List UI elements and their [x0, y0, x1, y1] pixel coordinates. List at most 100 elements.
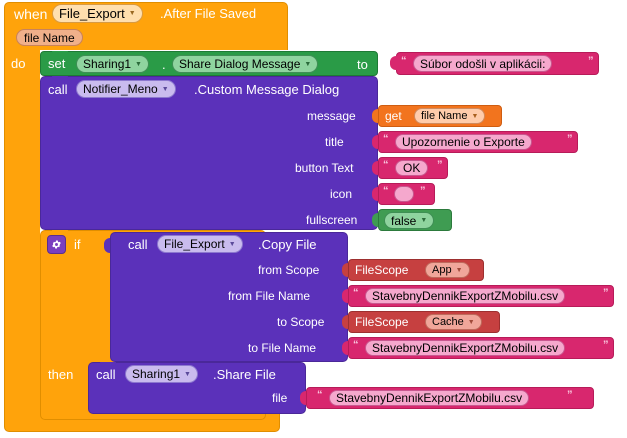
arg-label-to-file-name: to File Name: [248, 341, 317, 355]
from-scope-label: FileScope: [355, 263, 409, 277]
then-label: then: [48, 367, 74, 382]
chevron-down-icon: ▼: [467, 318, 475, 326]
file-value[interactable]: StavebnyDennikExportZMobilu.csv: [329, 390, 530, 406]
from-file-name-value[interactable]: StavebnyDennikExportZMobilu.csv: [365, 288, 566, 304]
chevron-down-icon: ▼: [455, 266, 463, 274]
close-quote-icon: ”: [567, 133, 573, 145]
set-dot: .: [162, 57, 166, 72]
arg-label-title: title: [325, 135, 344, 149]
fullscreen-value: false: [391, 213, 417, 228]
text-block-plug: [390, 56, 398, 70]
sharefile-call-label: call: [96, 367, 116, 382]
if-label: if: [74, 237, 81, 252]
call-copy-file-block[interactable]: [110, 232, 348, 362]
copyfile-method-label: .Copy File: [258, 237, 317, 252]
if-condition-socket: [104, 238, 112, 253]
arg-label-icon: icon: [330, 187, 353, 201]
message-socket: [372, 109, 380, 123]
to-scope-dropdown[interactable]: Cache ▼: [425, 314, 482, 330]
arg-label-message: message: [307, 109, 356, 123]
from-file-name-socket: [342, 289, 350, 303]
from-scope-socket: [342, 263, 350, 277]
share-dialog-message-value[interactable]: Súbor odošli v aplikácii:: [413, 55, 553, 72]
button-text-socket: [372, 161, 380, 175]
notifier-call-label: call: [48, 82, 68, 97]
chevron-down-icon: ▼: [135, 60, 142, 68]
arg-label-to-scope: to Scope: [277, 315, 325, 329]
file-text: StavebnyDennikExportZMobilu.csv: [336, 391, 523, 405]
to-file-name-text: StavebnyDennikExportZMobilu.csv: [372, 341, 559, 355]
open-quote-icon: “: [383, 185, 389, 197]
gear-icon[interactable]: [47, 235, 66, 254]
notifier-component-label: Notifier_Meno: [83, 82, 158, 96]
arg-label-fullscreen: fullscreen: [306, 213, 358, 227]
share-file-top-notch: [100, 362, 116, 367]
open-quote-icon: “: [317, 389, 323, 401]
to-label: to: [357, 57, 368, 72]
event-component-label: File_Export: [59, 6, 125, 21]
event-component-dropdown[interactable]: File_Export ▼: [52, 4, 143, 23]
button-text-value[interactable]: OK: [395, 160, 429, 176]
icon-value[interactable]: [394, 186, 414, 202]
copyfile-call-label: call: [128, 237, 148, 252]
fullscreen-socket: [372, 213, 380, 227]
open-quote-icon: “: [353, 287, 359, 299]
set-property-label: Share Dialog Message: [179, 57, 301, 71]
event-param-file-name[interactable]: file Name: [16, 29, 83, 46]
notifier-block-top-notch: [52, 76, 68, 81]
arg-label-file: file: [272, 391, 288, 405]
arg-label-from-file-name: from File Name: [228, 289, 311, 303]
notifier-method-label: .Custom Message Dialog: [194, 82, 340, 97]
open-quote-icon: “: [383, 159, 389, 171]
to-scope-socket: [342, 315, 350, 329]
to-file-name-value[interactable]: StavebnyDennikExportZMobilu.csv: [365, 340, 566, 356]
copyfile-component-label: File_Export: [164, 237, 225, 251]
close-quote-icon: ”: [603, 287, 609, 299]
chevron-down-icon: ▼: [184, 370, 191, 378]
set-label: set: [48, 56, 66, 71]
get-variable-label: file Name: [421, 110, 468, 122]
get-variable-dropdown[interactable]: file Name ▼: [414, 108, 486, 124]
if-block-top-notch: [52, 230, 68, 235]
sharefile-method-label: .Share File: [213, 367, 276, 382]
arg-label-from-scope: from Scope: [258, 263, 320, 277]
to-scope-label: FileScope: [355, 315, 409, 329]
to-scope-value: Cache: [432, 316, 464, 328]
title-socket: [372, 135, 380, 149]
chevron-down-icon: ▼: [471, 112, 479, 120]
to-file-name-socket: [342, 341, 350, 355]
close-quote-icon: ”: [567, 389, 573, 401]
from-scope-dropdown[interactable]: App ▼: [425, 262, 470, 278]
sharefile-component-label: Sharing1: [132, 367, 181, 381]
event-param-label: file Name: [24, 30, 75, 45]
close-quote-icon: ”: [603, 339, 609, 351]
chevron-down-icon: ▼: [228, 240, 236, 248]
chevron-down-icon: ▼: [161, 85, 169, 93]
share-dialog-message-text: Súbor odošli v aplikácii:: [420, 56, 546, 71]
sharefile-component-dropdown[interactable]: Sharing1 ▼: [125, 365, 198, 383]
icon-socket: [372, 187, 380, 201]
set-component-dropdown[interactable]: Sharing1 ▼: [76, 55, 149, 73]
arg-label-button-text: button Text: [295, 161, 354, 175]
set-component-label: Sharing1: [83, 57, 132, 71]
set-property-dropdown[interactable]: Share Dialog Message ▼: [172, 55, 319, 73]
do-label: do: [11, 56, 26, 71]
notifier-component-dropdown[interactable]: Notifier_Meno ▼: [76, 80, 176, 98]
title-text: Upozornenie o Exporte: [402, 135, 525, 149]
close-quote-icon: ”: [420, 185, 426, 197]
button-text: OK: [403, 161, 421, 175]
call-custom-message-dialog-block[interactable]: [40, 76, 378, 230]
title-value[interactable]: Upozornenie o Exporte: [395, 134, 532, 150]
from-file-name-text: StavebnyDennikExportZMobilu.csv: [372, 289, 559, 303]
close-quote-icon: ”: [588, 55, 594, 67]
get-label: get: [385, 109, 402, 123]
from-scope-value: App: [432, 264, 452, 276]
open-quote-icon: “: [383, 133, 389, 145]
chevron-down-icon: ▼: [420, 217, 428, 224]
file-socket: [300, 391, 308, 405]
close-quote-icon: ”: [437, 159, 443, 171]
when-label: when: [14, 6, 48, 22]
copyfile-component-dropdown[interactable]: File_Export ▼: [157, 235, 243, 253]
fullscreen-dropdown[interactable]: false ▼: [384, 212, 435, 229]
